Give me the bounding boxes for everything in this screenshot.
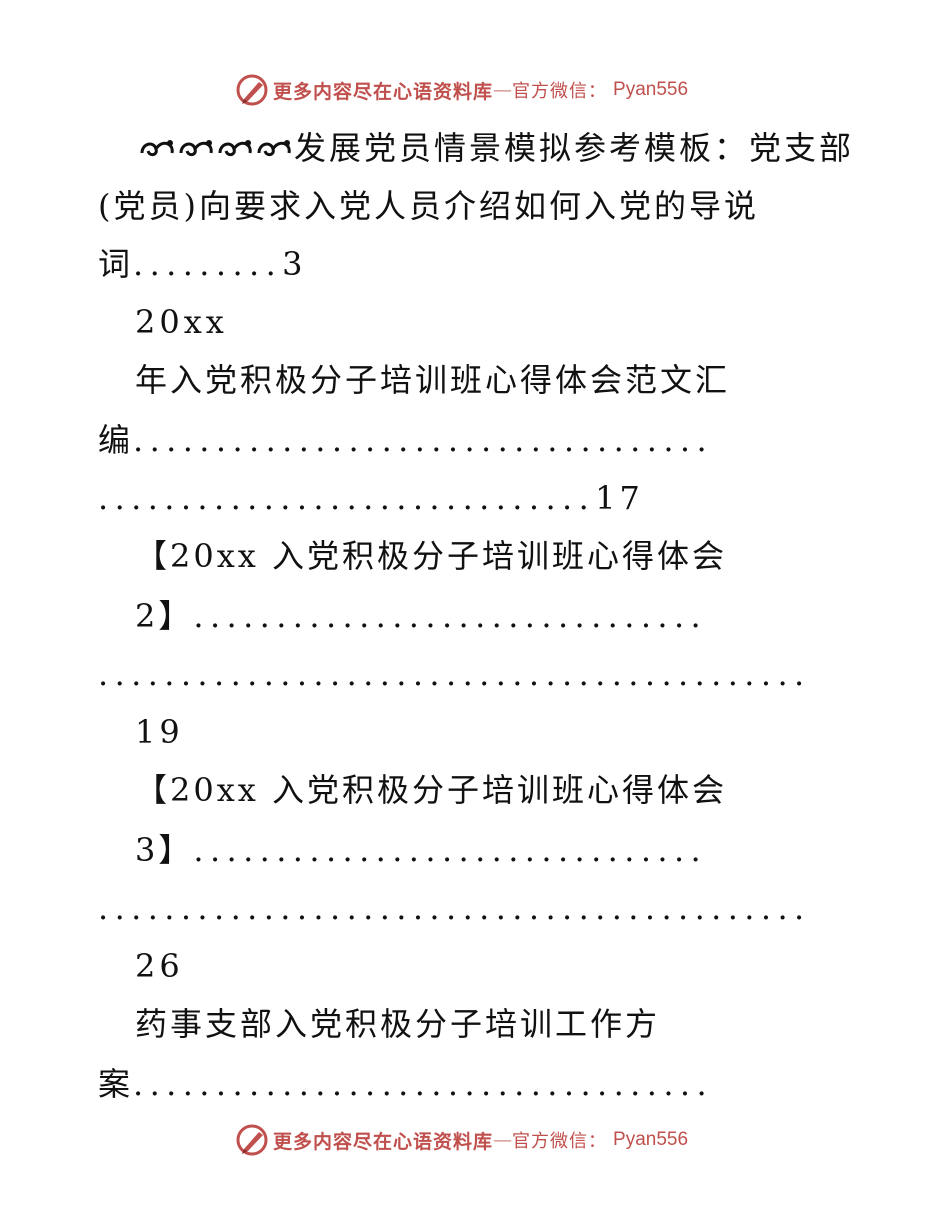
toc-leader-dots: ............................... <box>193 597 708 635</box>
toc-line-5: 年入党积极分子培训班心得体会范文汇 <box>135 360 730 400</box>
toc-leader-dots: .............................. <box>98 479 596 517</box>
toc-entry-text: 【20xx 入党积极分子培训班心得体会 <box>135 771 727 809</box>
toc-line-11: 19 <box>135 712 184 752</box>
watermark-dash: — <box>493 1129 513 1151</box>
watermark-dash: — <box>493 79 513 101</box>
watermark-wechat-label: 官方微信： <box>512 81 608 102</box>
toc-line-2: (党员)向要求入党人员介绍如何入党的导说 <box>98 186 759 226</box>
toc-entry-text: 词 <box>98 245 134 283</box>
toc-leader-dots: ................................... <box>133 421 714 459</box>
toc-leader-dots: ................................... <box>133 1065 714 1103</box>
pen-logo-icon <box>236 1124 268 1156</box>
toc-entry-text: 20xx <box>135 303 228 341</box>
swirl-ornament-icon <box>257 140 291 157</box>
toc-line-17: 案................................... <box>98 1064 713 1104</box>
toc-page-number: 17 <box>595 479 644 517</box>
toc-line-10: ........................................… <box>98 654 811 694</box>
toc-line-9: 2】............................... <box>135 596 707 636</box>
toc-entry-text: (党员)向要求入党人员介绍如何入党的导说 <box>98 187 759 225</box>
toc-line-4: 20xx <box>135 302 228 342</box>
watermark-wechat-id: Pyan556 <box>613 79 689 100</box>
toc-entry-text: 药事支部入党积极分子培训工作方 <box>135 1005 661 1043</box>
toc-entry-text: 2】 <box>135 597 194 635</box>
toc-entry-text: 年入党积极分子培训班心得体会范文汇 <box>135 361 731 399</box>
toc-line-14: ........................................… <box>98 888 811 928</box>
toc-line-8: 【20xx 入党积极分子培训班心得体会 <box>135 536 727 576</box>
toc-line-3: 词.........3 <box>98 244 307 284</box>
swirl-ornament-icon <box>179 140 213 157</box>
toc-line-13: 3】............................... <box>135 830 707 870</box>
watermark-wechat-label: 官方微信： <box>512 1131 608 1152</box>
toc-line-12: 【20xx 入党积极分子培训班心得体会 <box>135 770 727 810</box>
toc-leader-dots: ........................................… <box>98 889 811 927</box>
toc-entry-text: 案 <box>98 1065 134 1103</box>
toc-page-number: 19 <box>135 713 184 751</box>
toc-page-number: 3 <box>282 245 307 283</box>
toc-line-1: 发展党员情景模拟参考模板：党支部 <box>138 128 854 168</box>
toc-line-7: ..............................17 <box>98 478 644 518</box>
swirl-ornament-icon <box>140 140 174 157</box>
toc-leader-dots: ............................... <box>193 831 708 869</box>
toc-leader-dots: ......... <box>133 245 283 283</box>
watermark-title: 更多内容尽在心语资料库 <box>273 80 494 103</box>
toc-entry-text: 3】 <box>135 831 194 869</box>
toc-line-15: 26 <box>135 946 184 986</box>
watermark-wechat-id: Pyan556 <box>613 1129 689 1150</box>
watermark-banner-top: 更多内容尽在心语资料库 — 官方微信： Pyan556 <box>235 72 688 108</box>
toc-entry-text: 【20xx 入党积极分子培训班心得体会 <box>135 537 727 575</box>
pen-logo-icon <box>236 74 268 106</box>
watermark-banner-bottom: 更多内容尽在心语资料库 — 官方微信： Pyan556 <box>235 1122 688 1158</box>
toc-line-6: 编................................... <box>98 420 713 460</box>
toc-page-number: 26 <box>135 947 184 985</box>
watermark-title: 更多内容尽在心语资料库 <box>273 1130 494 1153</box>
toc-line-16: 药事支部入党积极分子培训工作方 <box>135 1004 660 1044</box>
toc-entry-text: 编 <box>98 421 134 459</box>
toc-leader-dots: ........................................… <box>98 655 811 693</box>
toc-entry-text: 发展党员情景模拟参考模板：党支部 <box>294 129 855 167</box>
swirl-ornament-icon <box>218 140 252 157</box>
